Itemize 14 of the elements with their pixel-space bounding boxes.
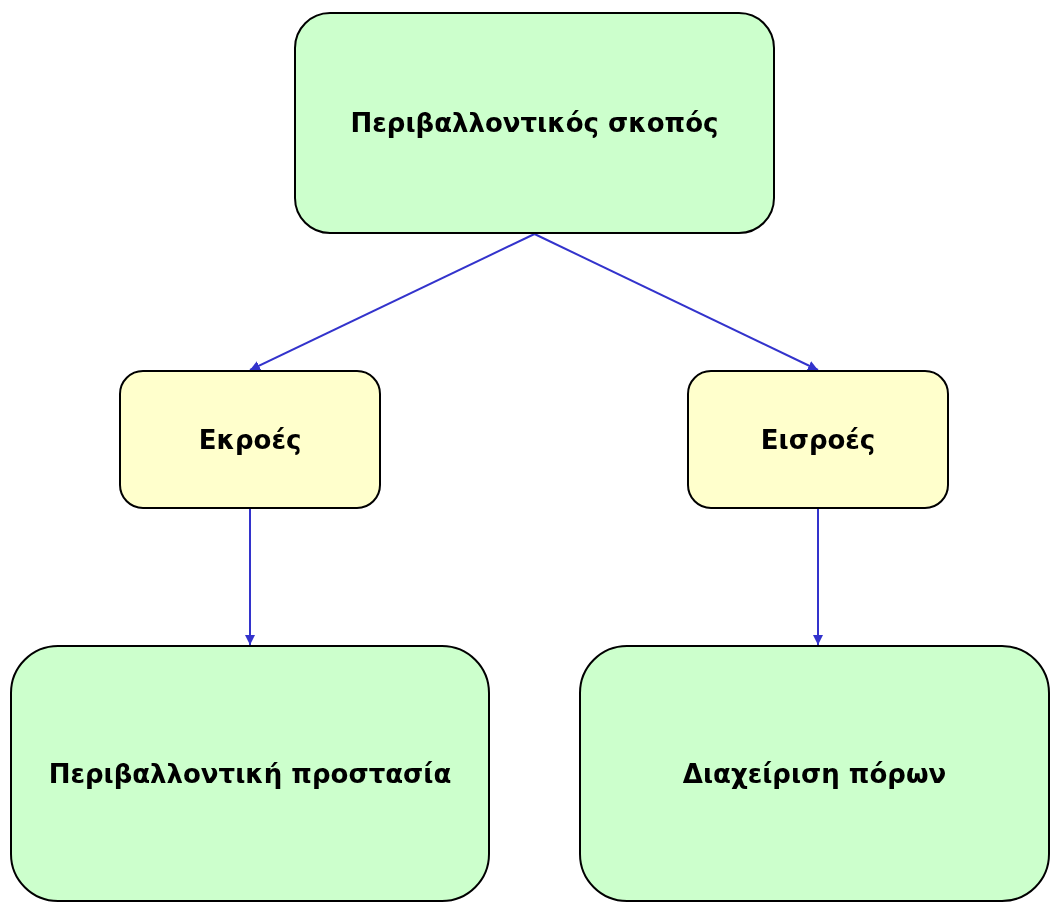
category-box [119, 370, 381, 509]
node-label: Περιβαλλοντική προστασία [48, 758, 452, 789]
process-box [10, 645, 490, 902]
node-label: Περιβαλλοντικός σκοπός [350, 108, 719, 138]
process-box [294, 12, 775, 234]
process-box [579, 645, 1050, 902]
arrow [533, 233, 819, 371]
arrow [249, 233, 536, 371]
node-label: Εισροές [760, 424, 876, 455]
arrow [813, 508, 823, 646]
node-label: Διαχείριση πόρων [682, 758, 947, 789]
node-label: Εκροές [198, 424, 302, 455]
category-box [687, 370, 949, 509]
arrow [245, 508, 255, 646]
